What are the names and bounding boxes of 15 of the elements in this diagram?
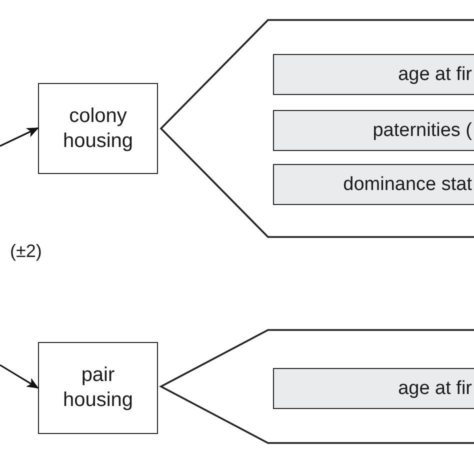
outcome-box — [273, 110, 474, 151]
process-box — [38, 83, 158, 174]
arrow — [0, 364, 39, 389]
outcome-box — [273, 54, 474, 95]
box-label: paternities ( — [372, 120, 472, 142]
outcome-box — [273, 164, 474, 205]
outcome-box — [273, 368, 474, 409]
box-label: age at fir — [398, 378, 472, 400]
box-label: pair housing — [62, 363, 134, 413]
arrow — [0, 127, 39, 147]
process-box — [38, 342, 158, 434]
box-label: dominance stat — [343, 174, 472, 196]
box-label: colony housing — [62, 104, 134, 154]
box-label: age at fir — [398, 64, 472, 86]
note-text: (±2) — [10, 241, 42, 262]
